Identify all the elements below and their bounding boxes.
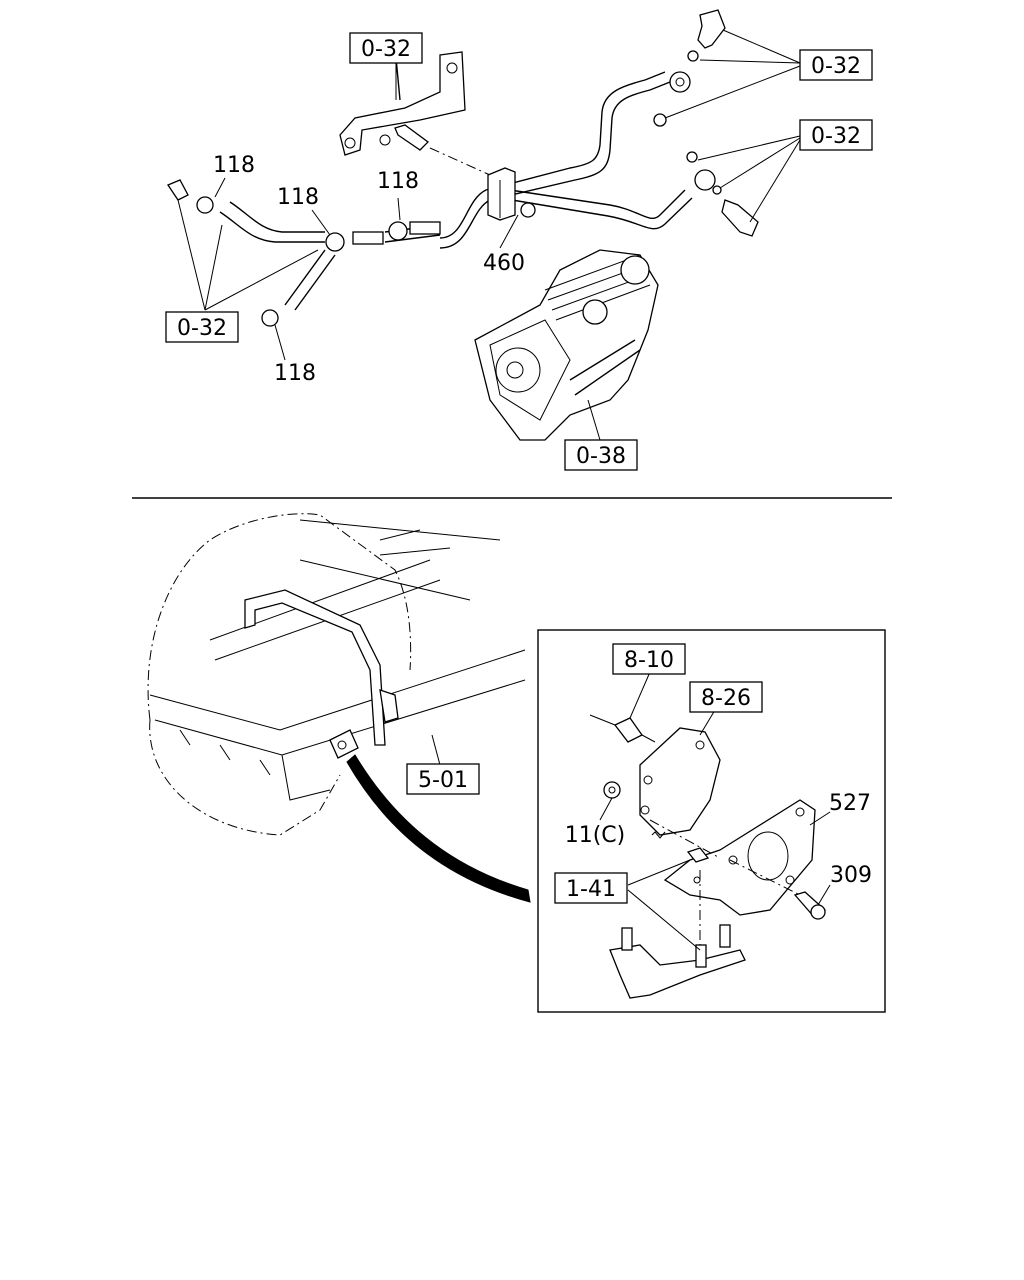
unit-ref-box [689, 681, 763, 713]
nut-11c-label: 11(C) [565, 823, 626, 848]
bracket-ref-box [349, 32, 423, 64]
harness-ref-box [612, 643, 686, 675]
mount-ref: 1-41 [566, 877, 616, 902]
air-compressor [474, 249, 659, 441]
bracket-527-label: 527 [829, 791, 871, 816]
banjo-bolt-upper [697, 9, 726, 49]
detail-inset [537, 629, 886, 1013]
hose-upper [219, 211, 325, 243]
banjo-lower-ref: 0-32 [811, 124, 861, 149]
banjo-fitting-lower [694, 169, 716, 191]
nut-11c [603, 781, 621, 799]
mount-ref-box [554, 872, 628, 904]
banjo-bolt-lower [721, 199, 759, 237]
hose-lower [284, 249, 336, 311]
nut-460 [520, 202, 536, 218]
lower-assembly: 5-01 [147, 513, 886, 1013]
banjo-upper-ref: 0-32 [811, 54, 861, 79]
clip-label-c: 118 [377, 169, 419, 194]
frame-ref: 5-01 [418, 768, 468, 793]
clip-label-d: 118 [274, 361, 316, 386]
bracket-bolt [394, 124, 429, 151]
washer-lower-a [686, 151, 698, 163]
banjo-fitting-upper [669, 71, 691, 93]
compressor-ref: 0-38 [576, 444, 626, 469]
clip-label-a: 118 [213, 153, 255, 178]
vehicle-frame [147, 513, 526, 836]
banjo-lower-ref-box [799, 119, 873, 151]
bracket-ref: 0-32 [361, 37, 411, 62]
clip-label-b: 118 [277, 185, 319, 210]
control-unit [639, 727, 721, 836]
banjo-upper-ref-box [799, 49, 873, 81]
mount-bracket-527 [663, 799, 816, 916]
mount-plate [609, 944, 746, 999]
harness-connector [613, 717, 643, 743]
washer-lower-b [712, 185, 722, 195]
hose-clip-c [388, 221, 408, 241]
mount-nut [686, 847, 710, 863]
harness-cable [346, 754, 531, 903]
hose-connector [352, 231, 384, 245]
nipple-fitting [167, 179, 189, 201]
hose-ref: 0-32 [177, 316, 227, 341]
hose-clip-d [261, 309, 279, 327]
washer-upper-b [653, 113, 667, 127]
hose-clip-b [325, 232, 345, 252]
unit-ref: 8-26 [701, 686, 751, 711]
bolt-309-label: 309 [830, 863, 872, 888]
frame-ref-box [406, 763, 480, 795]
washer-upper-a [687, 50, 699, 62]
pipe-clamp-block [487, 167, 516, 221]
nut-460-label: 460 [483, 251, 525, 276]
upper-assembly: 0-32 0-32 0-32 0-32 0-38 118 118 118 118… [165, 9, 873, 471]
hose-clip-a [196, 196, 214, 214]
bracket-plate [339, 51, 466, 156]
air-pipe [439, 81, 671, 249]
compressor-ref-box [564, 439, 638, 471]
harness-ref: 8-10 [624, 648, 674, 673]
hose-ref-box [165, 311, 239, 343]
